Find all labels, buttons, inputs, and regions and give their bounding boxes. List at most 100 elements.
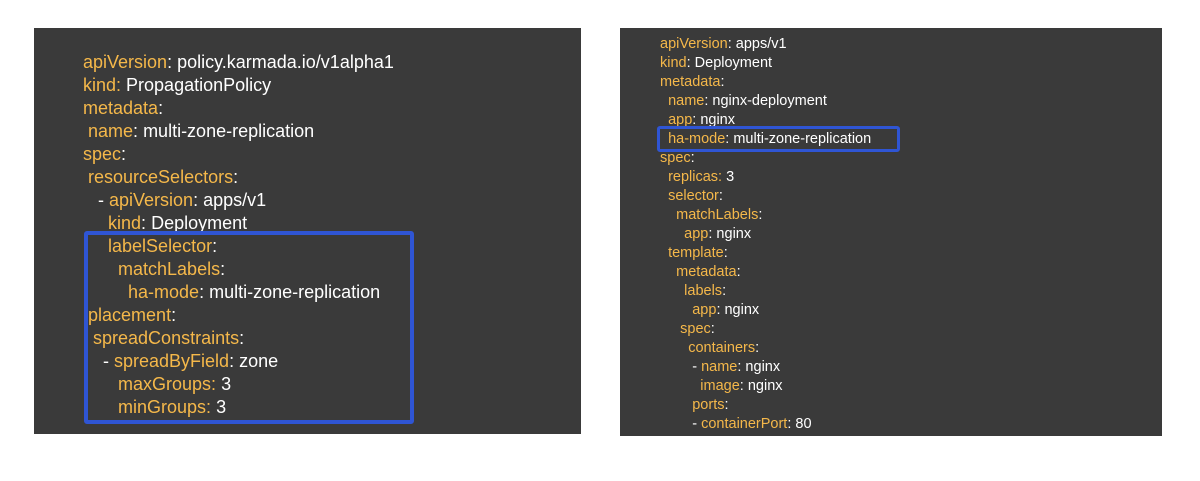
yaml-colon: : xyxy=(158,98,164,118)
yaml-key: name xyxy=(668,93,705,109)
yaml-key: containers xyxy=(688,340,756,356)
yaml-colon: : xyxy=(739,378,744,394)
yaml-value: multi-zone-replication xyxy=(138,121,315,141)
code-line: metadata: xyxy=(83,97,163,119)
yaml-key: ports xyxy=(692,397,725,413)
code-line: kind: Deployment xyxy=(660,54,772,73)
yaml-colon: : xyxy=(724,397,729,413)
yaml-key: image xyxy=(700,378,740,394)
yaml-colon: : xyxy=(171,305,177,325)
yaml-value: 3 xyxy=(211,397,227,417)
yaml-key: app xyxy=(692,302,717,318)
yaml-value: 80 xyxy=(791,416,812,432)
yaml-colon: : xyxy=(736,264,741,280)
yaml-key: spec xyxy=(680,321,711,337)
yaml-key: spec xyxy=(660,150,691,166)
line-indent xyxy=(660,264,676,280)
yaml-colon: : xyxy=(199,282,205,302)
code-line: spec: xyxy=(660,149,695,168)
line-indent: - xyxy=(660,416,702,432)
yaml-key: selector xyxy=(668,188,719,204)
code-line: metadata: xyxy=(660,73,725,92)
line-indent xyxy=(660,378,700,394)
code-line: matchLabels: xyxy=(660,206,762,225)
yaml-key: name xyxy=(701,359,738,375)
yaml-value: apps/v1 xyxy=(198,190,267,210)
line-indent xyxy=(660,397,692,413)
yaml-value: nginx xyxy=(743,378,783,394)
yaml-colon: : xyxy=(723,245,728,261)
yaml-colon: : xyxy=(708,226,713,242)
line-indent xyxy=(660,321,680,337)
yaml-key: metadata xyxy=(660,74,721,90)
yaml-key: apiVersion xyxy=(83,52,168,72)
code-line: spec: xyxy=(660,320,715,339)
line-indent xyxy=(660,169,668,185)
code-line: selector: xyxy=(660,187,723,206)
yaml-value: 3 xyxy=(216,374,232,394)
yaml-key: spreadByField xyxy=(114,351,230,371)
yaml-key: app xyxy=(668,112,693,128)
line-indent xyxy=(83,213,108,233)
code-line: app: nginx xyxy=(660,225,751,244)
code-line: app: nginx xyxy=(660,111,735,130)
yaml-value: multi-zone-replication xyxy=(204,282,381,302)
line-indent xyxy=(660,207,676,223)
yaml-colon: : xyxy=(212,236,218,256)
code-line: metadata: xyxy=(660,263,741,282)
yaml-colon: : xyxy=(722,283,727,299)
line-indent xyxy=(660,188,668,204)
line-indent xyxy=(660,93,668,109)
code-line: name: nginx-deployment xyxy=(660,92,827,111)
yaml-value: nginx xyxy=(696,112,735,128)
code-line: kind: PropagationPolicy xyxy=(83,74,271,96)
yaml-key: kind xyxy=(108,213,142,233)
code-line: image: nginx xyxy=(660,377,783,396)
code-line: ha-mode: multi-zone-replication xyxy=(660,130,871,149)
code-line: matchLabels: xyxy=(83,258,225,280)
yaml-key: matchLabels xyxy=(676,207,759,223)
yaml-value: Deployment xyxy=(146,213,248,233)
code-line: spreadConstraints: xyxy=(83,327,244,349)
yaml-value: 3 xyxy=(722,169,735,185)
line-indent xyxy=(660,245,668,261)
code-line: labelSelector: xyxy=(83,235,217,257)
line-indent: - xyxy=(660,359,702,375)
yaml-key: maxGroups: xyxy=(118,374,217,394)
line-indent xyxy=(660,283,684,299)
yaml-key: containerPort xyxy=(701,416,788,432)
code-line: spec: xyxy=(83,143,126,165)
yaml-colon: : xyxy=(755,340,760,356)
yaml-key: labelSelector xyxy=(108,236,213,256)
yaml-value: nginx xyxy=(720,302,760,318)
yaml-colon: : xyxy=(193,190,199,210)
yaml-value: nginx xyxy=(741,359,781,375)
code-line: - containerPort: 80 xyxy=(660,415,812,434)
yaml-colon: : xyxy=(718,188,723,204)
yaml-colon: : xyxy=(239,328,245,348)
yaml-value: Deployment xyxy=(690,55,773,71)
yaml-colon: : xyxy=(727,36,732,52)
yaml-key: ha-mode xyxy=(128,282,200,302)
yaml-colon: : xyxy=(710,321,715,337)
yaml-key: apiVersion xyxy=(109,190,194,210)
yaml-key: name xyxy=(88,121,134,141)
code-line: name: multi-zone-replication xyxy=(83,120,314,142)
code-line: apiVersion: policy.karmada.io/v1alpha1 xyxy=(83,51,394,73)
yaml-key: spec xyxy=(83,144,122,164)
yaml-key: ha-mode xyxy=(668,131,726,147)
yaml-key: resourceSelectors xyxy=(88,167,234,187)
code-line: - apiVersion: apps/v1 xyxy=(83,189,266,211)
yaml-key: template xyxy=(668,245,724,261)
label-selector-highlight-box xyxy=(84,231,414,424)
yaml-key: metadata xyxy=(676,264,737,280)
yaml-colon: : xyxy=(229,351,235,371)
ha-mode-label-highlight-box xyxy=(657,126,900,152)
yaml-colon: : xyxy=(758,207,763,223)
yaml-colon: : xyxy=(692,112,697,128)
yaml-value: nginx-deployment xyxy=(708,93,827,109)
yaml-key: replicas: xyxy=(668,169,723,185)
yaml-colon: : xyxy=(121,144,127,164)
